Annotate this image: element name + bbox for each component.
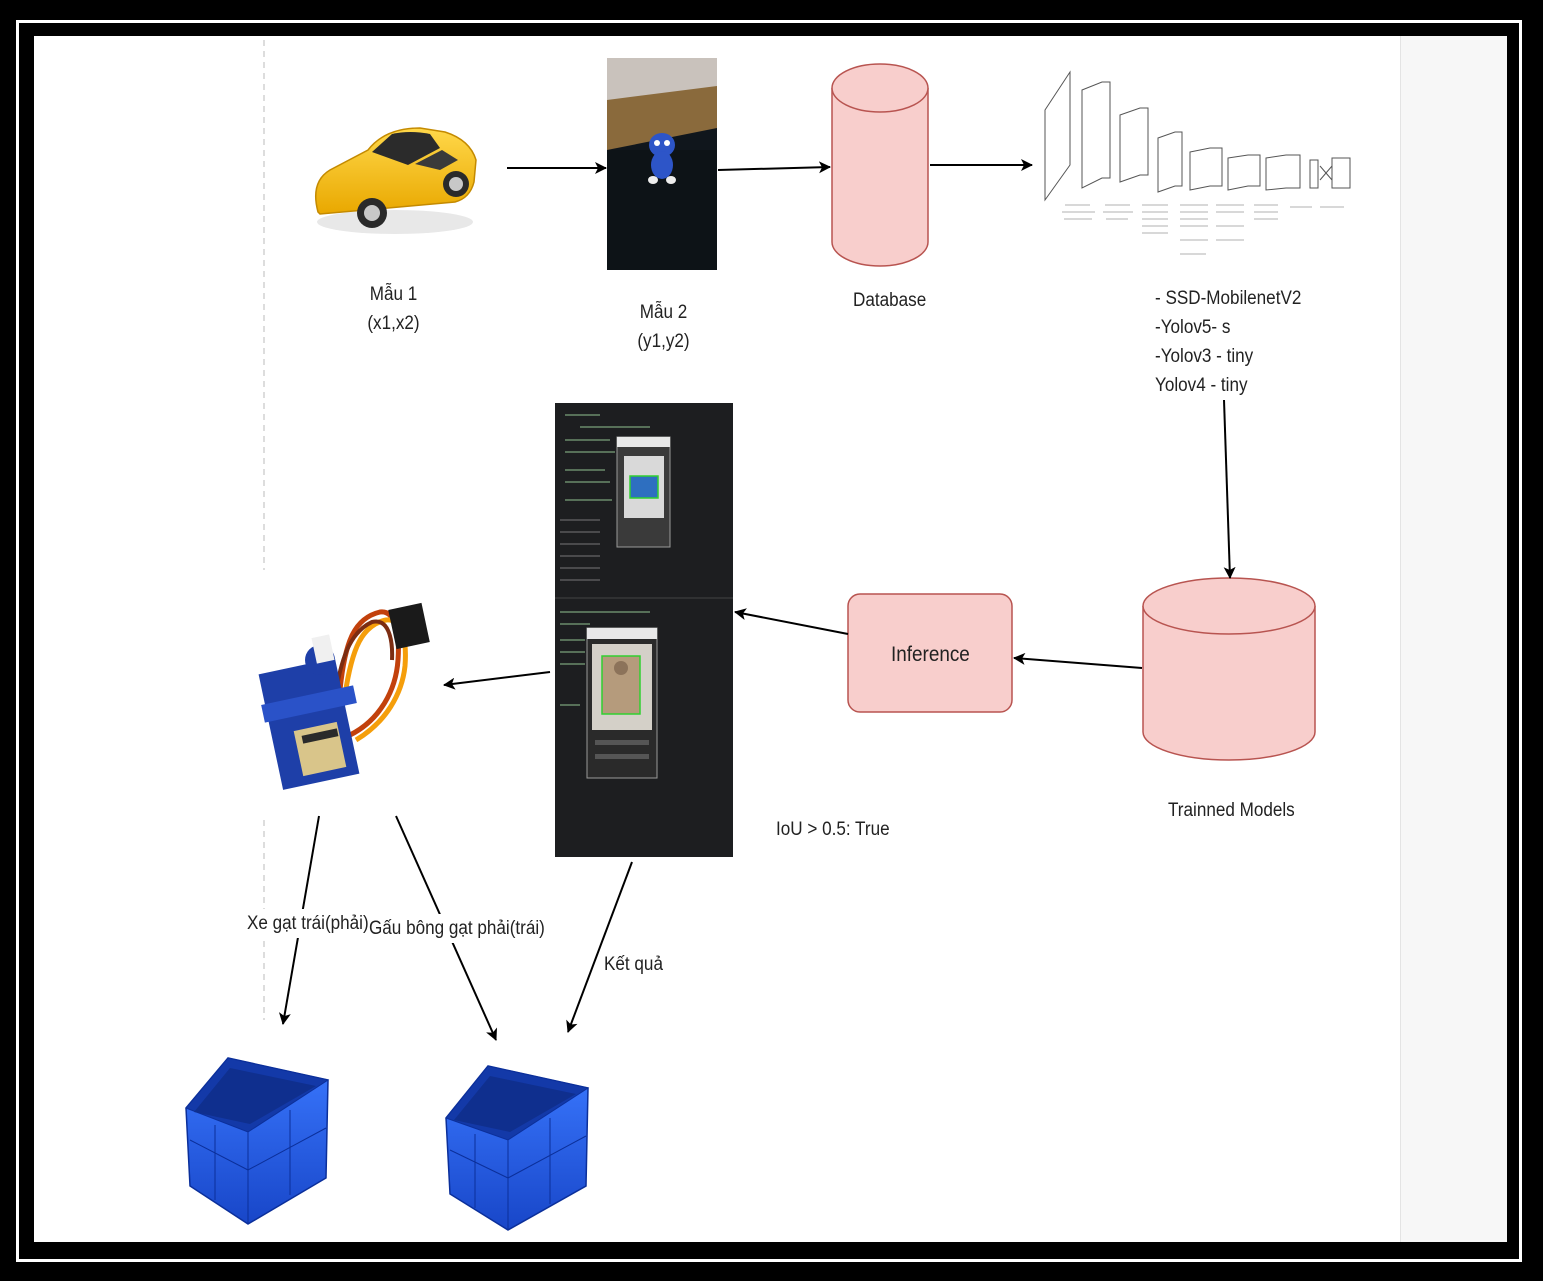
inference-node [847,593,1013,713]
sample1-title: Mẫu 1 [369,284,418,305]
detection-screenshot [555,403,733,857]
servo-motor-icon [258,602,430,790]
sample2-label: Mẫu 2 (y1,y2) [632,298,695,356]
blue-crate-icon-left [185,1057,330,1225]
arrow-detection-to-result-bin [566,861,633,1033]
sample2-title: Mẫu 2 [639,302,688,323]
sample1-label: Mẫu 1 (x1,x2) [362,280,425,338]
flow-arrows [278,159,1236,1041]
model-item: -Yolov3 - tiny [1155,346,1254,367]
blue-crate-icon-right [445,1065,590,1231]
trained-models-label: Trainned Models [1168,800,1295,821]
outer-frame [16,20,1522,1262]
iou-label: IoU > 0.5: True [776,819,890,840]
right-margin-strip [1400,36,1507,1242]
toy-car-icon [315,127,477,234]
sample2-coords: (y1,y2) [637,331,690,352]
model-item: - SSD-MobilenetV2 [1155,288,1302,309]
inference-label: Inference [891,643,970,666]
models-list: - SSD-MobilenetV2 -Yolov5- s -Yolov3 - t… [1155,284,1301,400]
sample1-coords: (x1,x2) [367,313,420,334]
arrow-inference-to-detection [734,608,849,635]
arrow-detection-to-servo [443,671,551,690]
right-push-label: Gấu bông gạt phải(trái) [369,914,545,943]
result-label: Kết quả [604,950,663,979]
plush-toy-photo [607,58,717,270]
trained-models-cylinder [1142,577,1316,761]
left-push-label: Xe gạt trái(phải) [247,909,369,938]
cnn-architecture-diagram [1044,70,1351,255]
database-cylinder [831,63,929,267]
model-item: Yolov4 - tiny [1155,375,1248,396]
model-item: -Yolov5- s [1155,317,1231,338]
arrow-sample2-to-database [717,161,831,174]
arrow-models-to-trained [1223,399,1236,579]
database-label: Database [853,290,927,311]
arrow-trained-to-inference [1013,652,1143,669]
